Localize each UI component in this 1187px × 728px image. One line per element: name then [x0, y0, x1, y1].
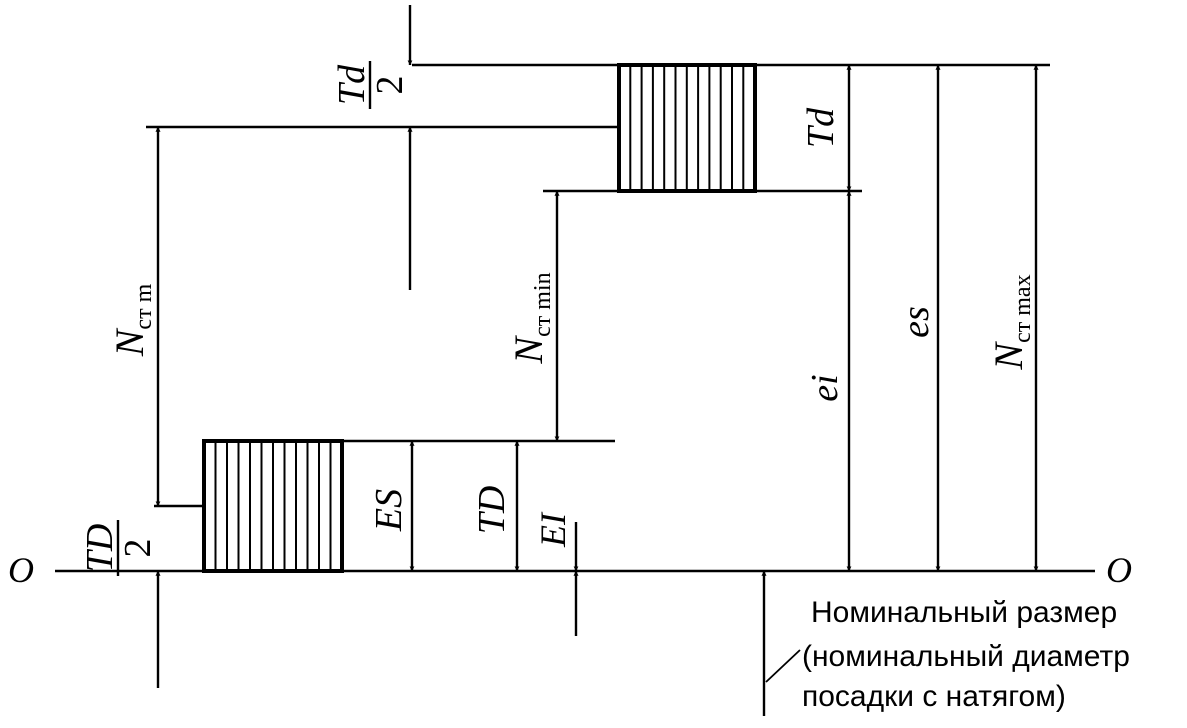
td-half-denominator: 2 — [369, 76, 411, 95]
hole-tolerance-zone — [202, 439, 344, 573]
es-shaft-label: es — [895, 306, 937, 338]
caption-leader — [765, 649, 801, 683]
n-mean-label: Nст m — [107, 283, 157, 357]
n-mean-main: N — [107, 327, 152, 357]
es-label: ES — [368, 489, 410, 532]
n-min-label: Nст min — [506, 272, 556, 364]
td-half-fraction: Td 2 — [331, 61, 411, 109]
TD-half-fraction: TD 2 — [79, 520, 159, 576]
td-half-numerator: Td — [331, 64, 373, 105]
TD-half-numerator: TD — [79, 524, 121, 573]
axis-label-right: O — [1106, 550, 1132, 590]
n-max-main: N — [986, 341, 1031, 371]
td-label: TD — [471, 486, 513, 535]
n-min-sub: ст min — [530, 272, 556, 336]
n-max-sub: ст max — [1010, 274, 1036, 342]
td-shaft-label: Td — [800, 107, 842, 148]
shaft-tolerance-zone — [617, 63, 757, 193]
caption-line-1: Номинальный размер — [811, 596, 1117, 629]
caption-line-3: посадки с натягом) — [802, 680, 1066, 713]
ei-hole-label: EI — [533, 511, 573, 548]
svg-text:Nст m: Nст m — [107, 283, 157, 357]
svg-text:Nст max: Nст max — [986, 274, 1036, 370]
ei-label: ei — [804, 374, 846, 401]
caption-line-2: (номинальный диаметр — [802, 640, 1130, 673]
TD-half-denominator: 2 — [117, 539, 159, 558]
svg-text:Nст min: Nст min — [506, 272, 556, 364]
n-max-label: Nст max — [986, 274, 1036, 370]
axis-label-left: O — [8, 550, 34, 590]
n-min-main: N — [506, 335, 551, 365]
n-mean-sub: ст m — [131, 283, 157, 329]
